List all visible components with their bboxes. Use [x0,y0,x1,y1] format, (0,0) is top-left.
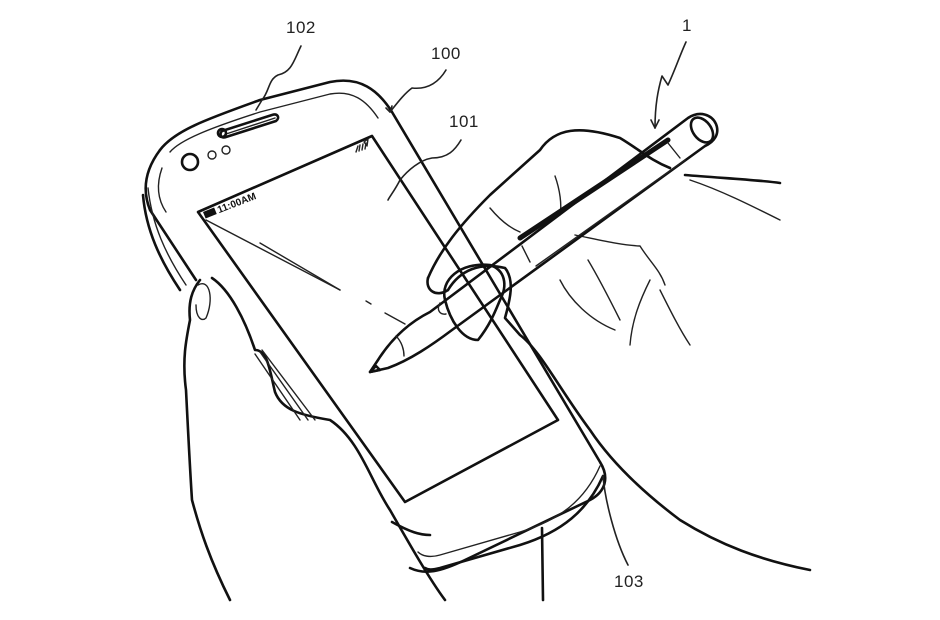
stylus-pen [368,112,719,374]
signal-icon [355,138,369,153]
ref-label-touch-screen: 101 [449,112,479,131]
right-hand [426,128,812,572]
ref-label-terminal: 100 [431,44,461,63]
left-hand [183,276,447,602]
battery-icon [203,207,217,219]
camera-icon [180,152,200,172]
ref-label-housing-edge: 103 [614,572,644,591]
ref-label-speaker: 102 [286,18,316,37]
touch-screen [196,134,560,504]
leader-lines [255,41,687,566]
speaker-and-camera [180,113,280,172]
ref-label-stylus: 1 [682,16,692,35]
phone-body [141,79,607,602]
